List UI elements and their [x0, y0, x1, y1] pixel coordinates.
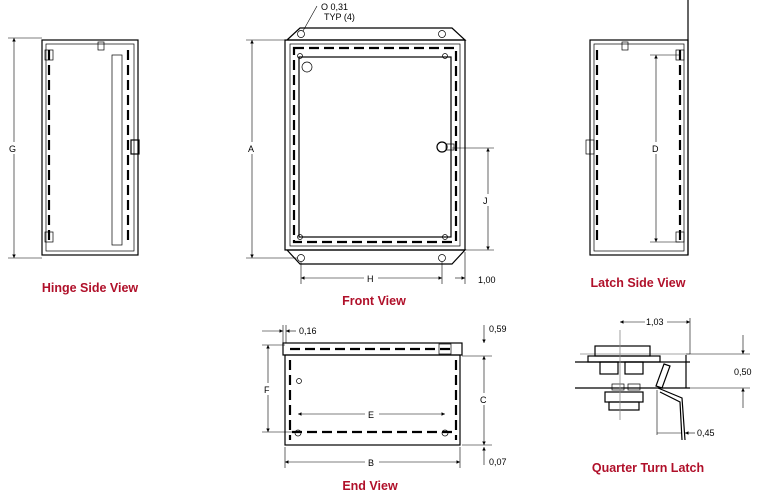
hinge-side-view-title: Hinge Side View [42, 281, 139, 295]
dim-j-label: J [483, 196, 488, 206]
hole-size-label: O 0,31 [321, 2, 348, 12]
dim-0-45-label: 0,45 [697, 428, 715, 438]
dim-g-label: G [9, 144, 16, 154]
front-view-title: Front View [342, 294, 406, 308]
end-view-title: End View [342, 479, 398, 493]
dim-f-label: F [264, 385, 270, 395]
latch-side-view-title: Latch Side View [591, 276, 686, 290]
dim-b-label: B [368, 458, 374, 468]
dim-0-16-label: 0,16 [299, 326, 317, 336]
dim-0-50-label: 0,50 [734, 367, 752, 377]
dim-a-label: A [248, 144, 254, 154]
dim-d-label: D [652, 144, 659, 154]
quarter-turn-latch-title: Quarter Turn Latch [592, 461, 704, 475]
front-view: O 0,31 TYP (4) A J H 1,00 Front View [245, 2, 496, 308]
hinge-side-view: G Hinge Side View [6, 37, 140, 295]
latch-side-view: D Latch Side View [585, 0, 689, 290]
dim-1-00-label: 1,00 [478, 275, 496, 285]
hole-typ-label: TYP (4) [324, 12, 355, 22]
dim-e-label: E [368, 410, 374, 420]
end-view: F E B C 0,16 0,59 0,07 End View [261, 324, 507, 493]
dim-1-03-label: 1,03 [646, 317, 664, 327]
dim-h-label: H [367, 274, 374, 284]
dim-c-label: C [480, 395, 487, 405]
dim-0-07-label: 0,07 [489, 457, 507, 467]
quarter-turn-latch-detail: 1,03 0,50 0,45 Quarter Turn Latch [575, 316, 752, 475]
dim-0-59-label: 0,59 [489, 324, 507, 334]
